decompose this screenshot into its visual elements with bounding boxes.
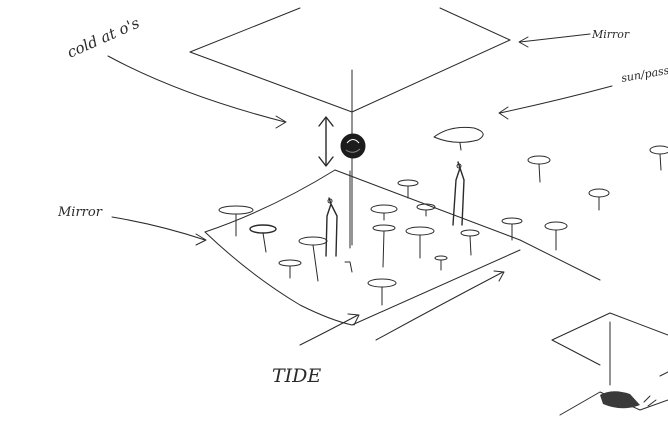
arrow-mirror (519, 34, 590, 47)
human-figures (326, 162, 464, 256)
mushroom-objects (219, 127, 668, 305)
label-left: Mirror (57, 205, 103, 220)
floor-plane (205, 170, 600, 325)
double-arrow (319, 117, 333, 166)
label-top-right: sun/pass (620, 64, 668, 85)
label-mirror: Mirror (591, 28, 630, 41)
arrow-top-left (108, 56, 286, 128)
arrow-top-right (499, 86, 612, 119)
upper-mirror-plane (190, 8, 510, 112)
arrow-left (112, 217, 206, 245)
label-top-left: cold at o's (64, 14, 142, 62)
arrow-tide-left (300, 314, 359, 345)
label-bottom: TIDE (272, 365, 321, 387)
sphere (341, 134, 365, 158)
secondary-sketch (552, 313, 668, 415)
